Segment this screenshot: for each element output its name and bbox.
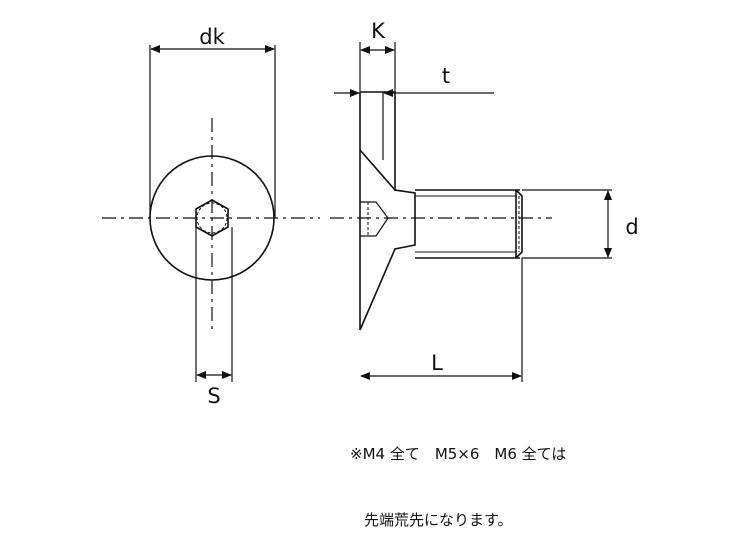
label-l: L xyxy=(431,351,443,375)
label-t: t xyxy=(442,64,450,88)
top-view xyxy=(102,45,320,382)
footnote-line-2: 先端荒先になります。 xyxy=(364,511,513,529)
hex-socket xyxy=(195,199,229,237)
screw-technical-drawing: dk K t d L S xyxy=(102,19,639,408)
head-cone-top xyxy=(359,149,396,191)
side-view xyxy=(330,42,612,382)
label-s: S xyxy=(207,384,220,408)
label-k: K xyxy=(371,19,386,43)
footnote-line-1: ※M4 全て M5×6 M6 全ては xyxy=(350,445,567,463)
countersunk-head xyxy=(359,91,416,331)
socket-inner-circle xyxy=(196,202,228,234)
screw-tip xyxy=(515,189,523,259)
socket-recess xyxy=(360,201,389,237)
label-d: d xyxy=(625,215,638,239)
footnote: ※M4 全て M5×6 M6 全ては 先端荒先になります。 xyxy=(350,399,566,553)
label-dk: dk xyxy=(199,25,225,49)
